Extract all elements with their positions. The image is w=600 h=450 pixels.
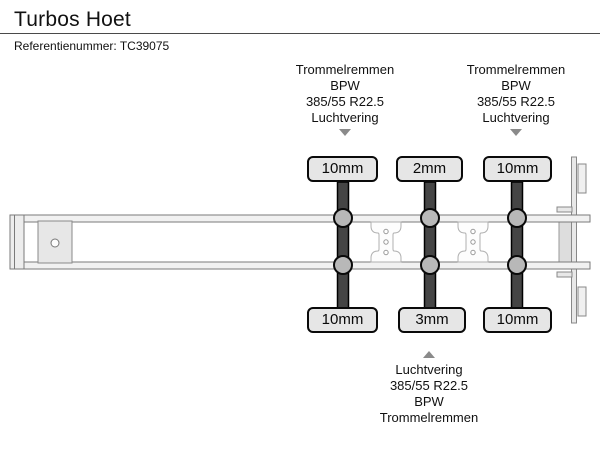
- arrow-down-icon: [339, 129, 351, 136]
- axle-3: [507, 181, 527, 309]
- spec-line-brand: BPW: [414, 394, 444, 409]
- wheel-hub: [420, 255, 440, 275]
- title-divider: [0, 33, 600, 34]
- page-title: Turbos Hoet: [14, 8, 131, 31]
- axle-spec-middle-bottom: Luchtvering 385/55 R22.5 BPW Trommelremm…: [344, 351, 514, 426]
- axle-bar: [423, 181, 437, 309]
- rear-marker-bottom: [577, 286, 587, 317]
- spec-line-tyre: 385/55 R22.5: [389, 378, 469, 393]
- spec-line-suspension: Luchtvering: [482, 110, 550, 125]
- wheel-hub: [333, 208, 353, 228]
- spec-line-brand: BPW: [330, 78, 360, 93]
- spec-line-brakes: Trommelremmen: [379, 410, 479, 425]
- chassis-bottom-rail: [9, 261, 591, 270]
- rear-bracket-top: [556, 206, 573, 213]
- axle-bar: [510, 181, 524, 309]
- crossmember-bracket-2: [457, 221, 489, 263]
- axle-1: [333, 181, 353, 309]
- spec-line-brand: BPW: [501, 78, 531, 93]
- wheel-hub: [507, 255, 527, 275]
- axle-spec-rear-top: Trommelremmen BPW 385/55 R22.5 Luchtveri…: [431, 62, 600, 136]
- measurement-label-axle2-top: 2mm: [396, 156, 463, 182]
- front-crossmember: [9, 214, 25, 270]
- spec-line-brakes: Trommelremmen: [466, 62, 566, 77]
- rear-marker-top: [577, 163, 587, 194]
- spec-line-tyre: 385/55 R22.5: [305, 94, 385, 109]
- measurement-label-axle1-top: 10mm: [307, 156, 378, 182]
- kingpin: [50, 238, 60, 248]
- measurement-label-axle1-bottom: 10mm: [307, 307, 378, 333]
- measurement-label-axle3-top: 10mm: [483, 156, 552, 182]
- axle-spec-front-top: Trommelremmen BPW 385/55 R22.5 Luchtveri…: [260, 62, 430, 136]
- arrow-up-icon: [423, 351, 435, 358]
- spec-line-tyre: 385/55 R22.5: [476, 94, 556, 109]
- wheel-hub: [420, 208, 440, 228]
- spec-line-suspension: Luchtvering: [395, 362, 463, 377]
- wheel-hub: [507, 208, 527, 228]
- reference-number: Referentienummer: TC39075: [14, 39, 170, 53]
- rear-bracket-bottom: [556, 271, 573, 278]
- rear-bumper-post: [571, 156, 577, 324]
- axle-2: [420, 181, 440, 309]
- wheel-hub: [333, 255, 353, 275]
- measurement-label-axle3-bottom: 10mm: [483, 307, 552, 333]
- arrow-down-icon: [510, 129, 522, 136]
- measurement-label-axle2-bottom: 3mm: [398, 307, 466, 333]
- spec-line-suspension: Luchtvering: [311, 110, 379, 125]
- chassis-top-rail: [9, 214, 591, 223]
- axle-bar: [336, 181, 350, 309]
- spec-line-brakes: Trommelremmen: [295, 62, 395, 77]
- crossmember-bracket-1: [370, 221, 402, 263]
